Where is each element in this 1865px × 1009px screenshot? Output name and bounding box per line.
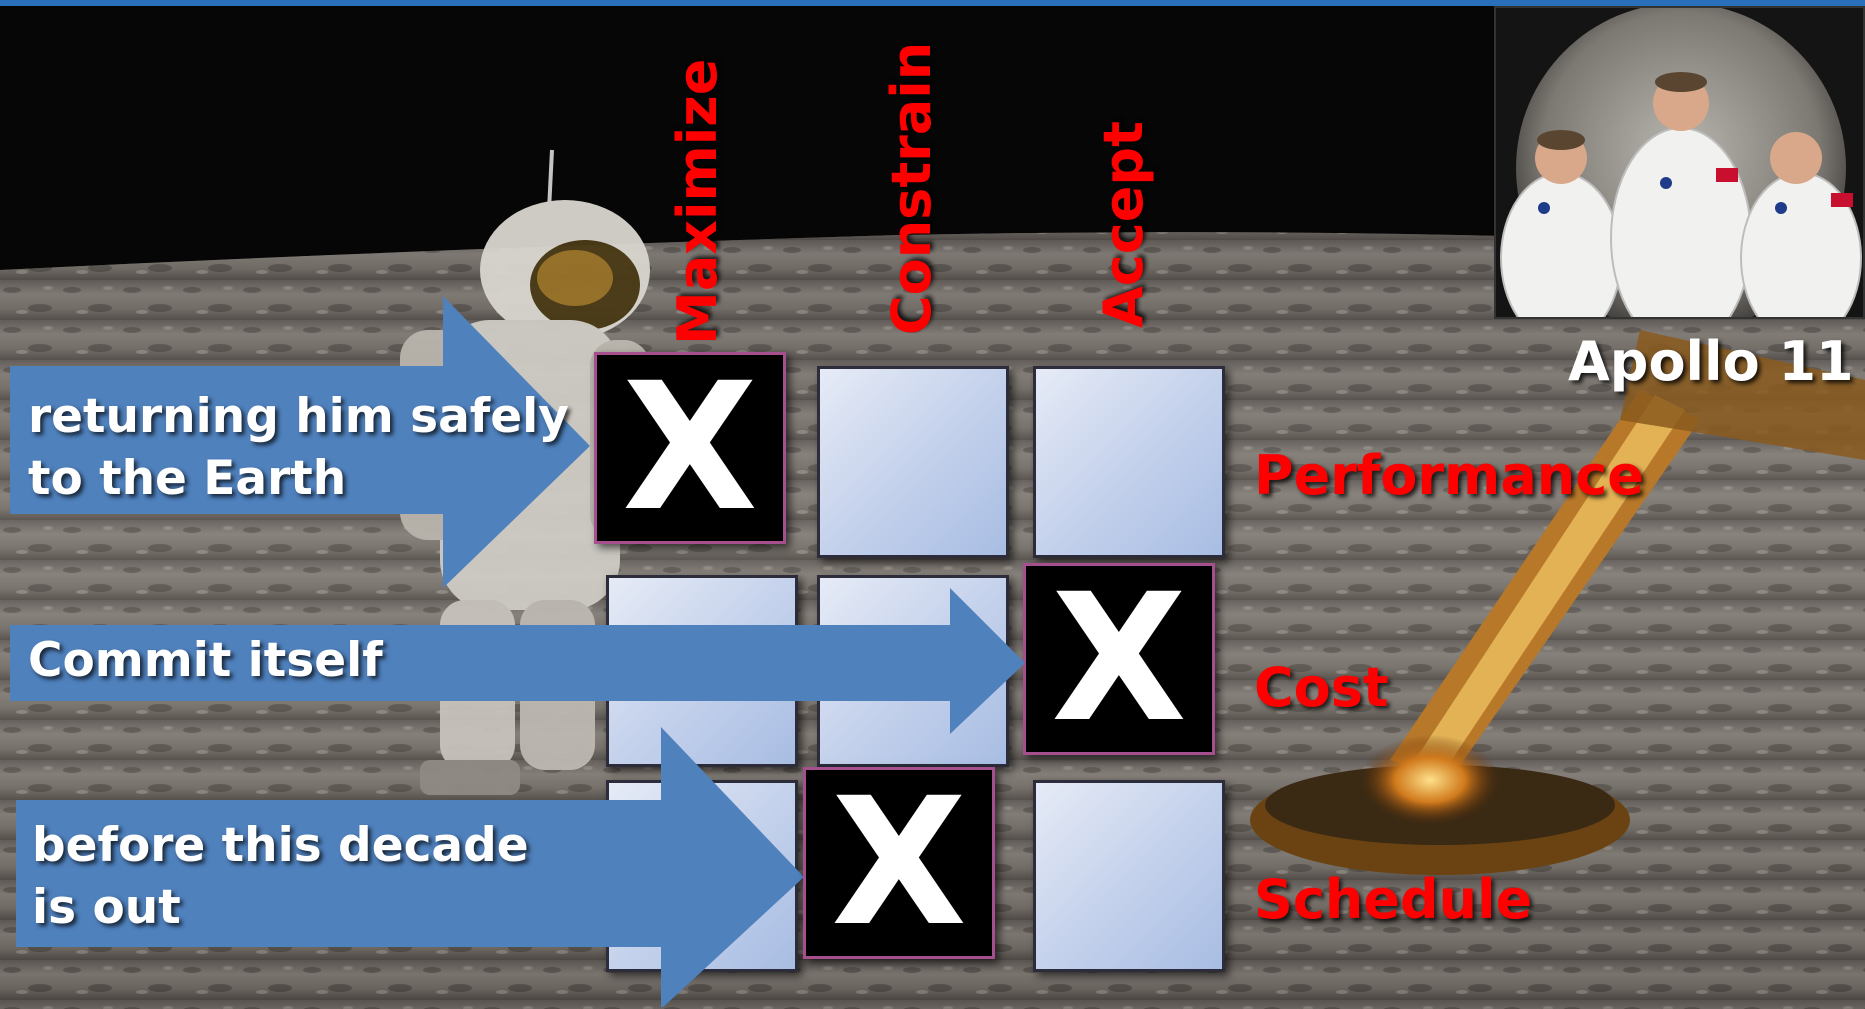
arrow-schedule-text: before this decade is out (32, 815, 529, 939)
x-mark: X (831, 760, 967, 965)
cell-performance-constrain (817, 366, 1009, 558)
arrow-cost (10, 588, 1025, 734)
arrow-schedule (16, 727, 804, 1007)
cell-schedule-accept (1033, 780, 1225, 972)
row-label-cost: Cost (1254, 656, 1389, 719)
arrow-performance (10, 296, 590, 588)
column-label-maximize: Maximize (666, 58, 729, 345)
column-label-constrain: Constrain (880, 41, 943, 335)
arrow-schedule-line2: is out (32, 880, 181, 935)
photo-caption: Apollo 11 (1568, 330, 1854, 393)
top-accent-bar (0, 0, 1865, 6)
arrow-performance-line2: to the Earth (28, 451, 347, 506)
arrow-schedule-line1: before this decade (32, 818, 529, 873)
row-label-performance: Performance (1254, 444, 1644, 507)
lunar-lander-leg (1250, 330, 1865, 875)
x-mark: X (622, 345, 758, 550)
cell-schedule-constrain: X (803, 767, 995, 959)
arrow-cost-line1: Commit itself (28, 633, 383, 688)
cell-performance-accept (1033, 366, 1225, 558)
row-label-schedule: Schedule (1254, 868, 1533, 931)
x-mark: X (1051, 556, 1187, 761)
apollo-crew-photo (1494, 6, 1865, 319)
arrow-performance-line1: returning him safely (28, 389, 569, 444)
arrow-cost-text: Commit itself (28, 630, 383, 692)
arrow-performance-text: returning him safely to the Earth (28, 386, 569, 510)
cell-performance-maximize: X (594, 352, 786, 544)
column-label-accept: Accept (1092, 121, 1155, 328)
cell-cost-accept: X (1023, 563, 1215, 755)
